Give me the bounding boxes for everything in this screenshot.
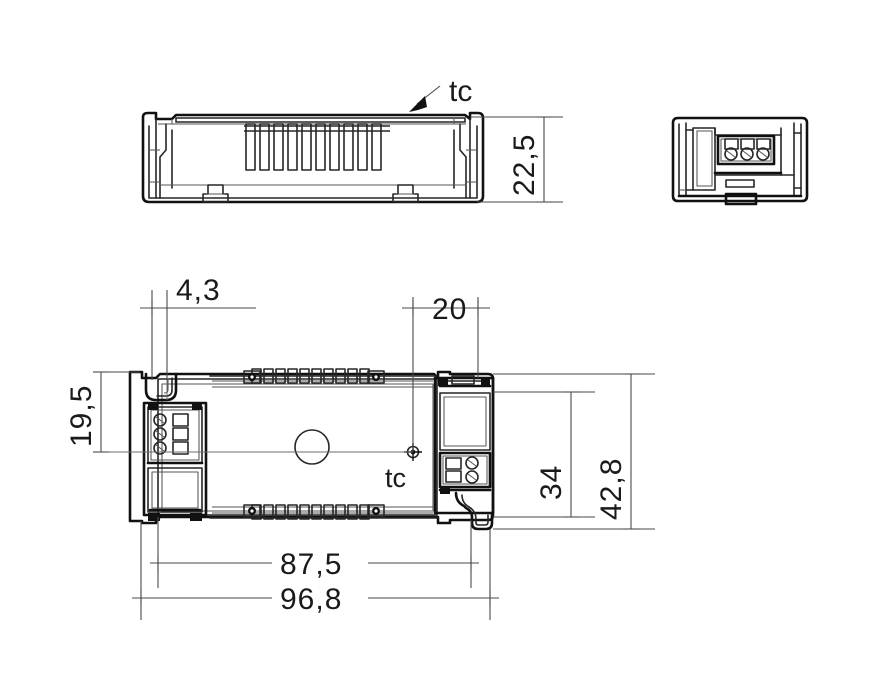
side-elevation-view: tc: [141, 75, 485, 204]
end-terminal-screws: [724, 138, 771, 161]
end-body-outline: [671, 116, 809, 203]
dimension-offset-4-3: 4,3: [140, 274, 256, 380]
top-left-terminal-screws: [153, 413, 189, 455]
side-top-rim: [175, 117, 466, 123]
top-vent-rivets-upper: [243, 370, 385, 384]
top-left-terminal-block: [142, 401, 208, 521]
side-body-outline: [141, 111, 485, 204]
dim-label-42-8: 42,8: [595, 458, 628, 520]
dimension-height-22-5: 22,5: [470, 116, 563, 203]
dim-label-4-3: 4,3: [176, 274, 221, 307]
top-center-hole: [294, 429, 330, 465]
dim-label-34: 34: [535, 465, 568, 500]
end-elevation-view: [671, 116, 809, 206]
top-vent-rivets-lower: [243, 504, 385, 518]
side-left-endcap: [148, 118, 173, 199]
top-vent-slots-lower: [251, 504, 370, 520]
side-cooling-fins: [244, 123, 390, 171]
dimension-width-34: 34: [493, 391, 595, 518]
tc-label-side: tc: [449, 75, 472, 108]
dim-label-19-5: 19,5: [65, 385, 98, 447]
dimension-length-96-8: 96,8: [132, 521, 499, 620]
top-right-terminal-block: [433, 375, 495, 531]
dim-label-22-5: 22,5: [508, 134, 541, 196]
dim-label-20: 20: [432, 293, 467, 326]
top-right-terminal-screws: [438, 451, 492, 489]
dimension-width-42-8: 42,8: [493, 373, 655, 530]
end-left-pocket: [692, 127, 716, 191]
end-foot-lower: [724, 192, 758, 206]
top-plan-view: tc: [128, 368, 495, 531]
side-mounting-foot-right: [392, 184, 419, 203]
tc-leader-side: [409, 85, 441, 112]
side-right-endcap: [453, 118, 478, 199]
top-inner-rect: [157, 378, 438, 516]
top-vent-slots-upper: [251, 368, 370, 384]
dim-label-96-8: 96,8: [280, 583, 342, 616]
tc-label-top: tc: [385, 463, 406, 493]
dimension-offset-20: 20: [402, 293, 490, 452]
end-terminal-block: [716, 134, 776, 166]
dim-label-87-5: 87,5: [280, 548, 342, 581]
end-foot-upper: [725, 179, 755, 188]
side-mounting-foot-left: [202, 184, 229, 203]
dimension-length-87-5: 87,5: [150, 517, 479, 588]
dimension-width-19-5: 19,5: [65, 371, 140, 453]
